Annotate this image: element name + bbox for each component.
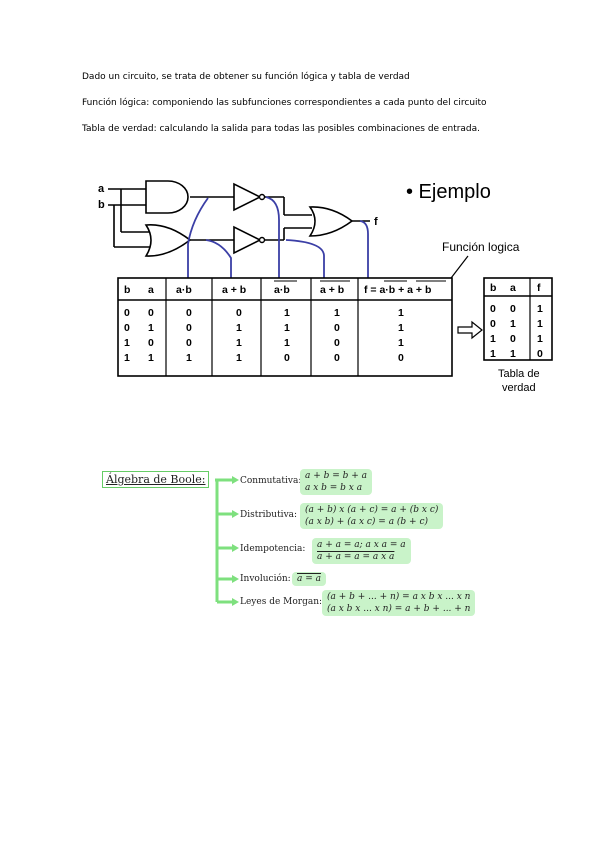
- truth-cell: 0: [510, 333, 516, 345]
- conmutativa-box: a + b = b + a a x b = b x a: [300, 469, 373, 495]
- table-cell: 0: [236, 307, 242, 319]
- table-cell: 1: [236, 322, 242, 334]
- truth-cell: 0: [510, 303, 516, 315]
- table-cell: 1: [124, 337, 130, 349]
- truth-cell: 0: [490, 318, 496, 330]
- intro-paragraph-1: Dado un circuito, se trata de obtener su…: [82, 72, 410, 82]
- not-bubble-1: [258, 193, 266, 201]
- not-bubble-2: [258, 236, 266, 244]
- probe-lines: [187, 196, 369, 278]
- morgan-label: Leyes de Morgan:: [240, 597, 323, 607]
- circuit-diagram: a b: [98, 180, 553, 394]
- intro-paragraph-2: Función lógica: componiendo las subfunci…: [82, 98, 487, 108]
- idempotencia-box: a + a = a; a x a = a a + a = a = a x a: [312, 538, 411, 564]
- distributiva-line-2: (a x b) + (a x c) = a (b + c): [305, 517, 429, 527]
- truth-cell: 1: [537, 318, 543, 330]
- table-cell: 0: [398, 352, 404, 364]
- input-a-label: a: [98, 183, 105, 195]
- boole-title: Álgebra de Boole:: [102, 471, 210, 488]
- or-gate-1: [144, 223, 192, 257]
- conmutativa-line-1: a + b = b + a: [305, 471, 368, 481]
- truth-header-b: b: [490, 282, 496, 294]
- table-header-nor: a + b: [320, 284, 344, 296]
- function-table-rows: 0 0 0 0 1 1 1 0 1 0 1 1 0 1 1 0 0 1 1 0 1 1 1 1 1 0 0 0: [124, 307, 404, 364]
- idempotencia-label: Idempotencia:: [240, 544, 306, 554]
- involucion-label: Involución:: [240, 574, 291, 584]
- table-cell: 0: [334, 337, 340, 349]
- truth-cell: 0: [490, 303, 496, 315]
- table-cell: 0: [334, 322, 340, 334]
- table-cell: 0: [334, 352, 340, 364]
- table-cell: 1: [236, 337, 242, 349]
- table-cell: 1: [284, 322, 290, 334]
- truth-header-f: f: [537, 282, 541, 294]
- table-cell: 1: [398, 307, 404, 319]
- table-cell: 1: [284, 307, 290, 319]
- truth-cell: 1: [537, 303, 543, 315]
- table-cell: 0: [186, 307, 192, 319]
- table-cell: 1: [284, 337, 290, 349]
- truth-cell: 0: [537, 348, 543, 360]
- truth-table-rows: 0 0 1 0 1 1 1 0 1 1 1 0: [490, 303, 543, 360]
- boolean-algebra-map: Álgebra de Boole: Conmutativa: a + b = b…: [100, 466, 500, 636]
- table-header-a: a: [148, 284, 154, 296]
- function-table: [117, 277, 453, 377]
- idempotencia-line-1: a + a = a; a x a = a: [317, 540, 406, 550]
- distributiva-line-1: (a + b) x (a + c) = a + (b x c): [305, 505, 439, 515]
- table-cell: 0: [148, 337, 154, 349]
- truth-cell: 1: [490, 348, 496, 360]
- circuit-figure: a b: [96, 170, 556, 400]
- conmutativa-label: Conmutativa:: [240, 476, 302, 486]
- table-header-or: a + b: [222, 284, 246, 296]
- or-gate-2: [308, 206, 354, 237]
- and-gate: [145, 180, 189, 214]
- table-cell: 1: [148, 322, 154, 334]
- table-cell: 0: [186, 337, 192, 349]
- distributiva-label: Distributiva:: [240, 510, 298, 520]
- tabla-label-line1: Tabla de: [498, 368, 540, 380]
- ejemplo-heading: • Ejemplo: [406, 181, 491, 203]
- table-cell: 1: [398, 337, 404, 349]
- table-cell: 1: [148, 352, 154, 364]
- connector-lines: [215, 476, 239, 606]
- morgan-box: (a + b + ... + n) = a x b x ... x n (a x…: [322, 590, 476, 616]
- table-header-nand: a·b: [274, 284, 290, 296]
- table-header-and: a·b: [176, 284, 192, 296]
- circuit-wires: [108, 188, 370, 248]
- truth-table: [483, 277, 553, 361]
- funcion-logica-label: Función logica: [442, 240, 520, 254]
- tabla-label-line2: verdad: [502, 382, 536, 394]
- distributiva-box: (a + b) x (a + c) = a + (b x c) (a x b) …: [300, 503, 444, 529]
- input-b-label: b: [98, 199, 105, 211]
- table-cell: 0: [148, 307, 154, 319]
- output-f-label: f: [374, 216, 378, 228]
- truth-cell: 1: [510, 348, 516, 360]
- table-header-f: f = a·b + a + b: [364, 284, 431, 296]
- table-cell: 1: [186, 352, 192, 364]
- table-header-b: b: [124, 284, 130, 296]
- table-cell: 0: [124, 307, 130, 319]
- truth-cell: 1: [537, 333, 543, 345]
- conmutativa-line-2: a x b = b x a: [305, 483, 363, 493]
- morgan-line-2: (a x b x ... x n) = a + b + ... + n: [327, 604, 471, 614]
- table-cell: 1: [398, 322, 404, 334]
- not-gate-2: [233, 225, 262, 255]
- not-gate-1: [233, 182, 262, 212]
- table-cell: 1: [236, 352, 242, 364]
- table-cell: 1: [334, 307, 340, 319]
- intro-paragraph-3: Tabla de verdad: calculando la salida pa…: [82, 124, 481, 134]
- table-cell: 0: [186, 322, 192, 334]
- idempotencia-line-2: a + a = a = a x a: [317, 552, 395, 562]
- involucion-line-1: a = a: [297, 574, 321, 584]
- table-cell: 1: [124, 352, 130, 364]
- truth-header-a: a: [510, 282, 516, 294]
- arrow-icon: [457, 320, 483, 340]
- morgan-line-1: (a + b + ... + n) = a x b x ... x n: [327, 592, 471, 602]
- involucion-box: a = a: [292, 572, 326, 586]
- table-cell: 0: [284, 352, 290, 364]
- truth-cell: 1: [510, 318, 516, 330]
- truth-cell: 1: [490, 333, 496, 345]
- table-cell: 0: [124, 322, 130, 334]
